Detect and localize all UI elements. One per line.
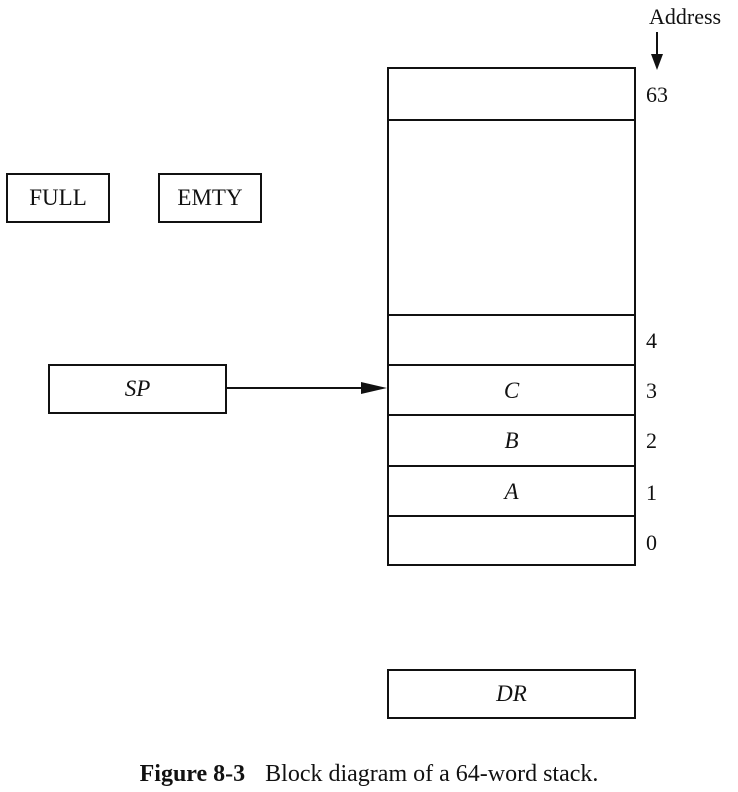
stack-pointer-register: SP — [48, 364, 227, 414]
address-heading: Address — [649, 4, 722, 29]
address-label-63: 63 — [646, 82, 668, 107]
empty-flag-label: EMTY — [177, 185, 243, 210]
address-label-3: 3 — [646, 378, 657, 403]
memory-stack: C B A — [387, 67, 636, 566]
full-flag-label: FULL — [29, 185, 87, 210]
empty-flag: EMTY — [158, 173, 262, 223]
address-label-1: 1 — [646, 480, 657, 505]
stack-divider-3 — [389, 364, 634, 366]
figure-number: Figure 8-3 — [139, 761, 246, 787]
figure-caption-text: Block diagram of a 64-word stack. — [265, 761, 599, 787]
pointer-arrow — [227, 382, 387, 394]
stack-word-a: A — [504, 479, 519, 504]
full-flag: FULL — [6, 173, 110, 223]
stack-divider-2 — [389, 414, 634, 416]
data-register-label: DR — [496, 681, 527, 706]
stack-divider-1 — [389, 465, 634, 467]
stack-word-c: C — [503, 378, 520, 403]
stack-word-b: B — [504, 428, 519, 453]
stack-divider-4 — [389, 314, 634, 316]
data-register: DR — [387, 669, 636, 719]
address-down-arrow — [651, 32, 663, 70]
address-label-2: 2 — [646, 428, 657, 453]
figure-caption: Figure 8-3 Block diagram of a 64-word st… — [0, 760, 738, 788]
stack-divider-63 — [389, 119, 634, 121]
address-label-0: 0 — [646, 530, 657, 555]
stack-divider-0 — [389, 515, 634, 517]
address-label-4: 4 — [646, 328, 657, 353]
stack-pointer-label: SP — [124, 376, 151, 401]
